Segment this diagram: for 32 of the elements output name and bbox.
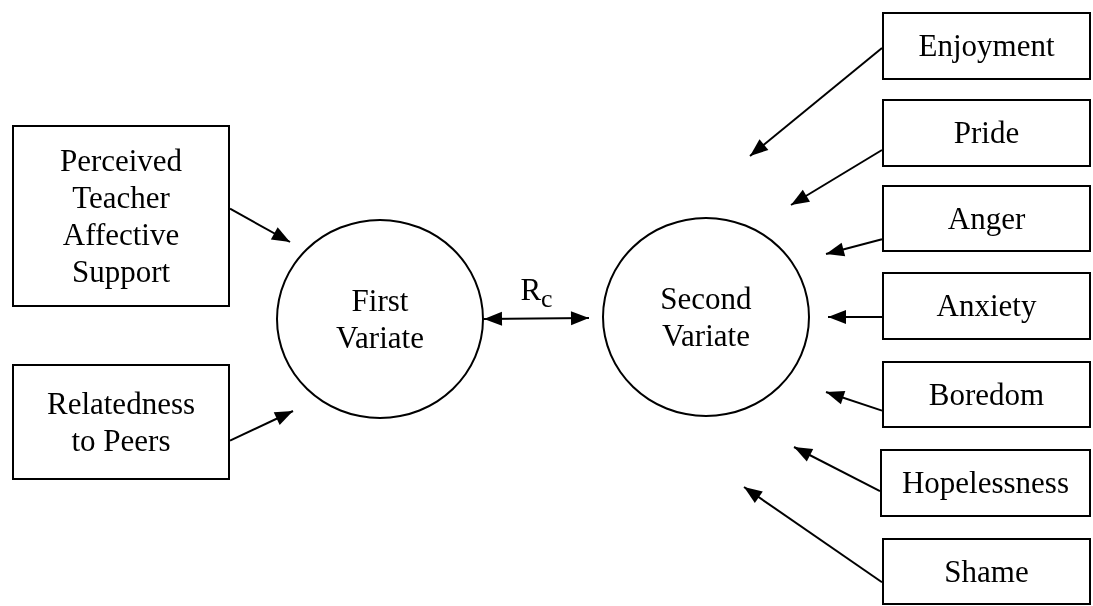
node-label: Anger	[947, 199, 1026, 238]
variable-box	[880, 449, 1091, 517]
arrow	[825, 391, 883, 412]
arrow	[793, 446, 881, 493]
arrow	[825, 238, 883, 257]
node-label: Boredom	[928, 375, 1045, 414]
variable-box	[882, 361, 1091, 428]
variable-box	[882, 185, 1091, 252]
arrow	[743, 486, 883, 584]
variate-circle	[602, 217, 810, 417]
variable-box	[12, 364, 230, 480]
variable-box	[882, 99, 1091, 167]
arrow	[749, 47, 883, 157]
node-label: Pride	[953, 114, 1020, 152]
variable-box	[12, 125, 230, 307]
node-label: Anxiety	[936, 287, 1037, 325]
variable-box	[882, 272, 1091, 340]
node-label: Enjoyment	[918, 27, 1055, 65]
node-label: Second Variate	[659, 279, 753, 355]
arrow	[229, 207, 291, 243]
arrow	[827, 309, 883, 324]
node-label: Relatedness to Peers	[45, 384, 197, 460]
node-label: Hopelessness	[901, 464, 1069, 502]
node-label: First Variate	[335, 281, 425, 357]
arrow	[483, 311, 590, 326]
variate-circle	[276, 219, 484, 419]
arrow	[229, 410, 294, 442]
variable-box	[882, 12, 1091, 80]
arrow	[790, 149, 883, 206]
node-label: Shame	[944, 552, 1029, 591]
variable-box	[882, 538, 1091, 605]
node-label: Perceived Teacher Affective Support	[58, 141, 184, 291]
